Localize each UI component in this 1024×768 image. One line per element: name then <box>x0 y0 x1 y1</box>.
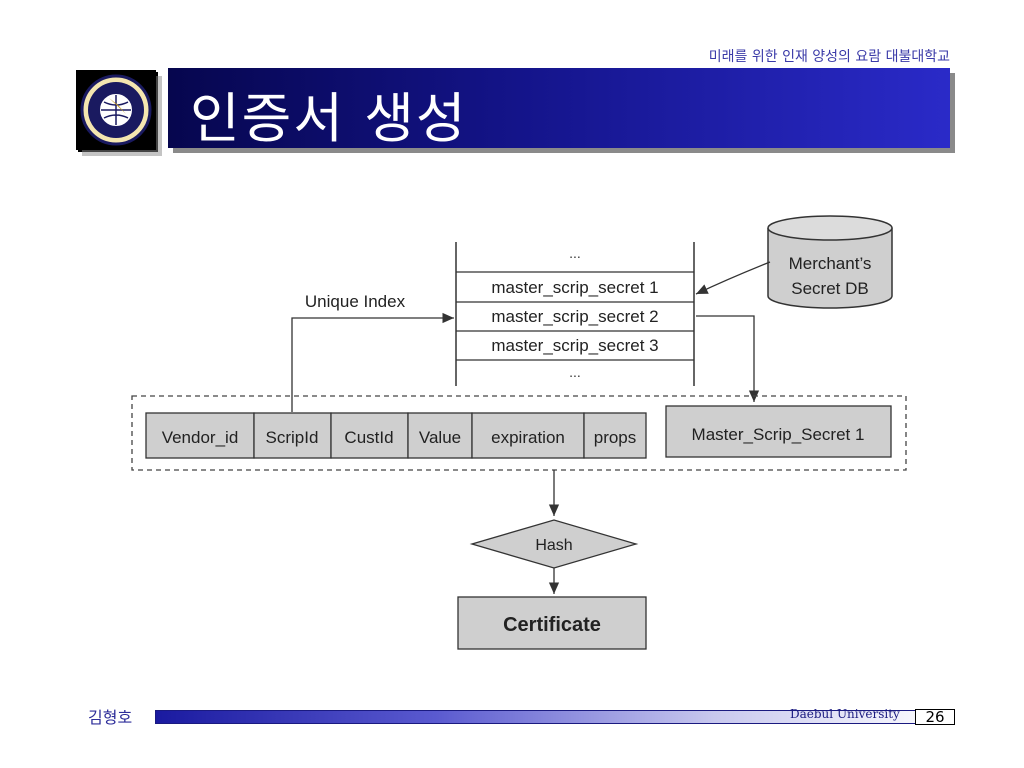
field-box-master-secret <box>665 405 892 458</box>
table-bottom-ellipsis: ... <box>569 364 581 380</box>
certificate-box <box>457 596 647 650</box>
hash-diamond <box>469 519 639 569</box>
certificate-label: Certificate <box>503 614 601 636</box>
field-box-custid <box>330 412 409 459</box>
table-row-3: master_scrip_secret 3 <box>491 336 658 355</box>
certificate-generation-diagram: ... master_scrip_secret 1 master_scrip_s… <box>120 200 920 660</box>
field-expiration: expiration <box>491 428 565 447</box>
unique-index-label: Unique Index <box>305 292 406 311</box>
field-boxes: Vendor_id ScripId CustId Value expiratio… <box>145 405 892 459</box>
master-secret-table: ... master_scrip_secret 1 master_scrip_s… <box>455 242 695 386</box>
scripid-to-index-arrow <box>291 312 454 412</box>
hash-label: Hash <box>535 537 572 554</box>
footer-author: 김형호 <box>88 708 133 727</box>
field-props: props <box>594 428 637 447</box>
field-box-props <box>583 412 647 459</box>
db-to-row1-arrow <box>695 261 771 295</box>
tagline: 미래를 위한 인재 양성의 요람 대불대학교 <box>708 49 950 65</box>
field-value: Value <box>419 428 461 447</box>
field-custid: CustId <box>344 428 393 447</box>
university-logo <box>74 68 162 156</box>
field-box-vendor-id <box>145 412 255 459</box>
merchant-secret-db: Merchant’s Secret DB <box>767 215 893 309</box>
field-scripid: ScripId <box>266 428 319 447</box>
table-row-1: master_scrip_secret 1 <box>491 278 658 297</box>
db-label-line2: Secret DB <box>791 279 868 298</box>
footer-university: Daebul University <box>790 707 900 721</box>
table-top-ellipsis: ... <box>569 245 581 261</box>
field-master-secret: Master_Scrip_Secret 1 <box>692 425 865 444</box>
field-vendor-id: Vendor_id <box>162 428 239 447</box>
table-row-2: master_scrip_secret 2 <box>491 307 658 326</box>
field-box-value <box>407 412 473 459</box>
db-label-line1: Merchant’s <box>789 254 872 273</box>
page-number: 26 <box>915 709 955 725</box>
row2-to-master-arrow <box>696 315 760 402</box>
title-bar: 인증서 생성 <box>168 68 950 150</box>
page-title: 인증서 생성 <box>190 87 468 150</box>
field-box-scripid <box>253 412 332 459</box>
fields-container <box>131 395 907 471</box>
